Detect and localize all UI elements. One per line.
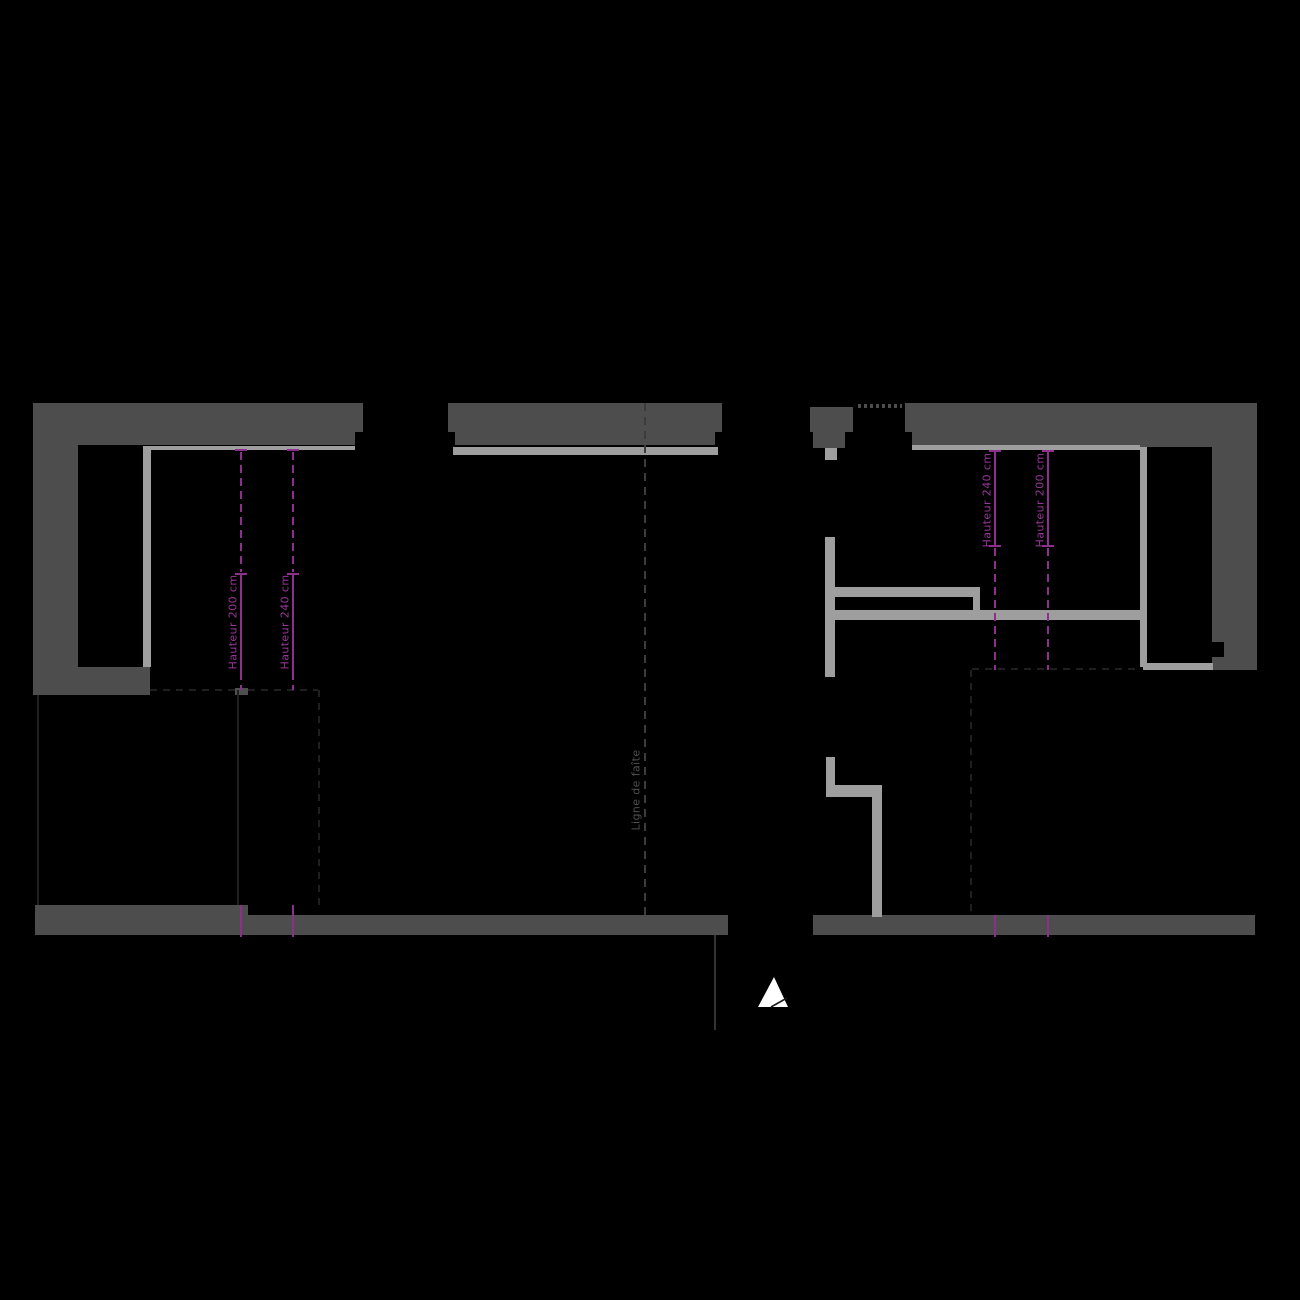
height-line-left-240-text-seg <box>292 575 294 672</box>
duct-wall-top-bar <box>832 587 980 597</box>
interior-wall-right-vertical <box>1140 447 1147 667</box>
ridge-line <box>644 403 646 915</box>
wall-bottom-left-thin <box>248 915 728 935</box>
ridge-line-label: Ligne de faîte <box>629 749 643 831</box>
height-line-left-240-dash-low <box>292 672 294 690</box>
entrance-edge-line <box>714 935 716 1030</box>
height-line-left-240-mid-tick <box>287 573 299 575</box>
height-line-right-200-wall-seg <box>1047 915 1049 937</box>
stub-under-chimney <box>825 448 837 460</box>
height-line-left-240-dash <box>292 452 294 572</box>
wall-left-bottom-bar <box>33 667 150 695</box>
height-line-right-200-label: Hauteur 200 cm <box>1033 452 1047 548</box>
height-line-right-240-top-tick <box>989 450 1001 452</box>
outline-corner-stub <box>235 688 248 695</box>
interior-wall-z-lower <box>872 797 882 917</box>
interior-wall-right-horizontal <box>1143 663 1213 670</box>
wall-bottom-right <box>813 915 1255 935</box>
height-line-left-200-text-seg <box>240 575 242 672</box>
left-zone-left-edge <box>37 695 39 905</box>
interior-wall-z-upper <box>826 757 835 797</box>
wall-right-column <box>1212 447 1257 670</box>
duct-wall-bottom-bar <box>832 610 1140 620</box>
wall-top-center-ext-left <box>448 403 455 432</box>
height-line-right-200-mid-tick <box>1042 545 1054 547</box>
interior-wall-left-thin <box>143 446 151 667</box>
height-line-left-240-label: Hauteur 240 cm <box>278 574 292 670</box>
duct-wall-connector <box>973 597 980 610</box>
left-zone-top-edge-2 <box>248 689 318 691</box>
height-line-left-200-mid-tick <box>235 573 247 575</box>
height-line-left-200-dash-low <box>240 672 242 690</box>
wall-top-right-ext-left <box>905 403 912 432</box>
height-line-right-240-mid-tick <box>989 545 1001 547</box>
height-line-right-240-text-seg <box>994 452 996 545</box>
wall-top-left-bar <box>33 403 355 445</box>
height-line-left-240-wall-seg <box>292 905 294 937</box>
left-zone-right-edge <box>318 690 320 907</box>
sill-top-center <box>453 447 718 455</box>
height-line-left-200-label: Hauteur 200 cm <box>226 574 240 670</box>
wall-bottom-left-thick <box>35 905 248 935</box>
height-line-left-200-dash <box>240 452 242 572</box>
interior-wall-z-horizontal <box>826 785 882 797</box>
height-line-right-200-dash <box>1047 548 1049 670</box>
wall-left-bar <box>33 403 78 695</box>
sill-top-left <box>143 446 355 450</box>
right-zone-top-edge <box>972 668 1140 670</box>
wall-top-center-ext-right <box>715 403 722 432</box>
wall-top-center <box>455 403 715 445</box>
north-arrow-icon <box>758 977 788 1008</box>
right-zone-left-edge <box>970 670 972 915</box>
wall-top-right <box>912 403 1257 447</box>
chimney-block-lower <box>813 432 845 448</box>
height-line-right-200-top-tick <box>1042 450 1054 452</box>
height-line-right-240-wall-seg <box>994 915 996 937</box>
interior-wall-center-vertical <box>825 537 835 677</box>
chimney-block-upper <box>810 407 853 432</box>
dotted-wall-opening <box>858 404 902 408</box>
sill-top-right <box>912 445 1140 450</box>
height-line-right-240-label: Hauteur 240 cm <box>980 452 994 548</box>
height-line-left-240-top-tick <box>287 449 299 451</box>
height-line-right-200-text-seg <box>1047 452 1049 545</box>
left-zone-top-edge-1 <box>150 689 237 691</box>
wall-right-column-notch <box>1212 642 1224 657</box>
height-line-right-240-dash <box>994 548 996 670</box>
wall-top-left-step <box>355 403 363 432</box>
height-line-left-200-wall-seg <box>240 905 242 937</box>
left-zone-mid-edge <box>237 690 239 905</box>
height-line-left-200-top-tick <box>235 449 247 451</box>
